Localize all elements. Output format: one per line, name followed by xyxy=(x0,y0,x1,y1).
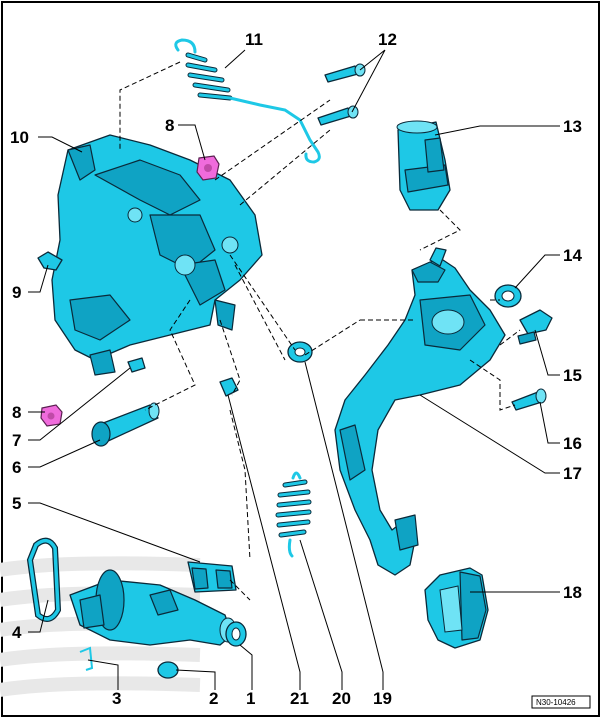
callout-5: 5 xyxy=(12,494,21,513)
cap-2 xyxy=(157,661,179,679)
clip-21 xyxy=(219,377,239,397)
clip-15 xyxy=(517,309,553,345)
callout-20: 20 xyxy=(332,689,351,708)
callout-6: 6 xyxy=(12,458,21,477)
mount-bracket-5 xyxy=(187,561,237,593)
bolts-12 xyxy=(317,63,366,126)
bushing-lower xyxy=(40,404,63,427)
callout-12: 12 xyxy=(378,30,397,49)
callout-4: 4 xyxy=(12,623,22,642)
callout-21: 21 xyxy=(290,689,309,708)
callout-16: 16 xyxy=(563,434,582,453)
callout-10: 10 xyxy=(10,128,29,147)
mount-tube xyxy=(396,120,451,211)
over-center-spring xyxy=(275,471,312,558)
callout-2: 2 xyxy=(209,689,218,708)
callout-labels: 10 11 12 8 13 9 14 15 8 7 16 6 17 5 18 4… xyxy=(10,30,582,708)
return-spring xyxy=(174,38,321,164)
leader-lines xyxy=(28,49,560,690)
reference-code-box: N30-10426 xyxy=(531,695,591,709)
callout-7: 7 xyxy=(12,431,21,450)
pin-7 xyxy=(127,357,146,373)
master-cylinder xyxy=(69,569,237,646)
callout-19: 19 xyxy=(373,689,392,708)
callout-1: 1 xyxy=(246,689,255,708)
callout-3: 3 xyxy=(112,689,121,708)
callout-8-top: 8 xyxy=(165,116,174,135)
clip-9 xyxy=(37,251,63,271)
clutch-pedal xyxy=(334,247,506,576)
callout-13: 13 xyxy=(563,117,582,136)
loop-retainer xyxy=(26,537,62,622)
callout-17: 17 xyxy=(563,464,582,483)
bushing-top xyxy=(196,155,220,181)
ring-19 xyxy=(287,341,313,363)
callout-18: 18 xyxy=(563,583,582,602)
callout-15: 15 xyxy=(563,366,582,385)
bolt-16 xyxy=(511,388,547,411)
callout-9: 9 xyxy=(12,283,21,302)
seal-ring-1 xyxy=(225,621,247,647)
callout-14: 14 xyxy=(563,246,582,265)
pedal-pad xyxy=(424,567,489,649)
assembly-lines xyxy=(119,61,521,601)
clip-3 xyxy=(79,646,94,671)
reference-code: N30-10426 xyxy=(536,698,576,707)
shaft-bolt xyxy=(91,402,160,447)
retaining-ring-14 xyxy=(494,284,522,308)
callout-11: 11 xyxy=(245,30,263,49)
pedal-bracket xyxy=(51,134,263,376)
callout-8-lower: 8 xyxy=(12,403,21,422)
